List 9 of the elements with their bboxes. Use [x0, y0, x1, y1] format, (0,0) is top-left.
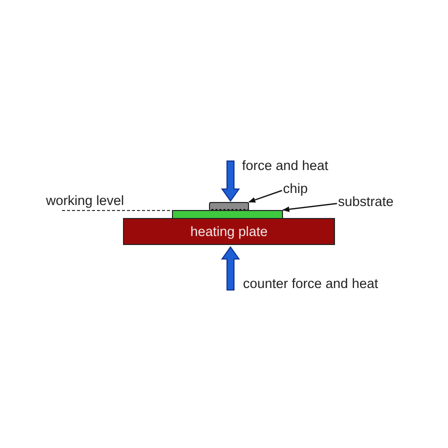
- leader-line: [248, 190, 282, 203]
- part-label: chip: [283, 181, 308, 196]
- part-label: substrate: [338, 194, 394, 209]
- annotation-text: counter force and heat: [243, 276, 378, 291]
- leader-line: [282, 202, 338, 212]
- annotation-text: working level: [46, 193, 124, 208]
- plate-label: heating plate: [190, 224, 268, 239]
- annotation-text: force and heat: [242, 158, 328, 173]
- heating-plate: [123, 218, 335, 245]
